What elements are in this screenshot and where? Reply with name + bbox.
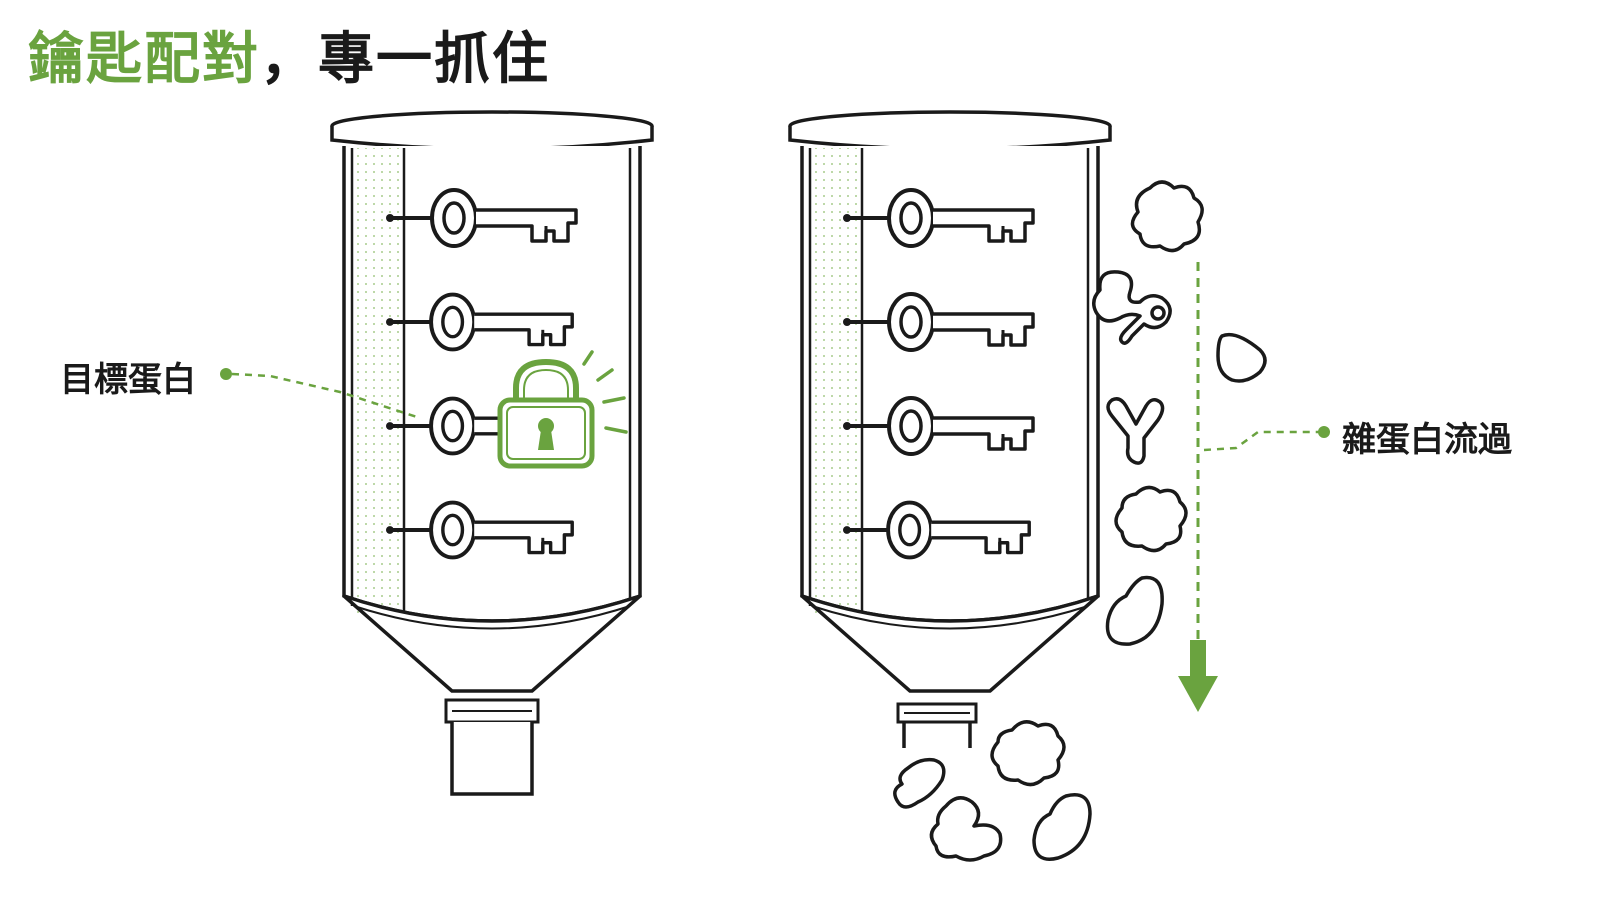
title-rest: ，專一抓住: [260, 27, 550, 92]
target-protein-label: 目標蛋白: [60, 360, 196, 400]
page-title: 鑰匙配對，專一抓住: [28, 14, 550, 95]
protein-coil-icon: [893, 757, 946, 809]
flow-through-pointer: [1203, 426, 1330, 452]
padlock-icon: [497, 350, 628, 469]
protein-bean-icon: [1105, 575, 1164, 646]
flow-through-label: 雜蛋白流過: [1342, 420, 1512, 460]
protein-bean-icon: [1032, 793, 1092, 861]
arrow-down-icon: [1178, 262, 1218, 712]
protein-y-icon: [1106, 397, 1165, 465]
protein-coil-icon: [929, 796, 1003, 862]
protein-coil-icon: [1150, 305, 1166, 321]
right-column: [788, 110, 1112, 748]
protein-coil-icon: [1092, 270, 1172, 345]
protein-blob-icon: [1114, 485, 1188, 553]
target-protein-pointer: [220, 368, 421, 420]
left-column-outlet: [444, 698, 540, 796]
title-highlight: 鑰匙配對: [28, 27, 260, 92]
right-column-outlet: [896, 702, 978, 748]
left-column: [330, 110, 654, 796]
contaminant-proteins: [893, 180, 1267, 862]
protein-triangle-icon: [1216, 332, 1267, 383]
protein-blob-icon: [990, 720, 1066, 787]
protein-blob-icon: [1130, 180, 1204, 253]
